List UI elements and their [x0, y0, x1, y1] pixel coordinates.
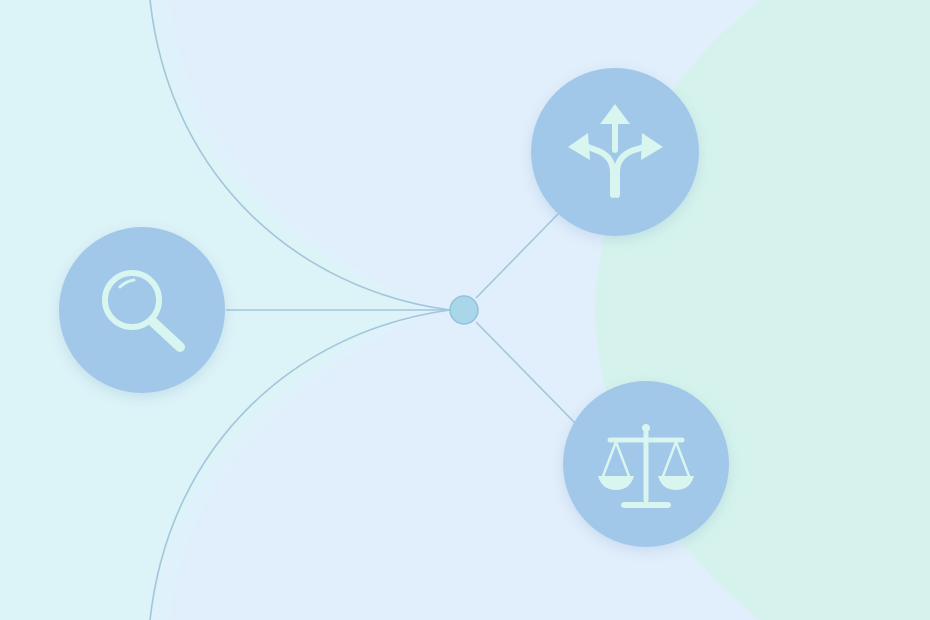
options-node: [531, 68, 699, 236]
search-node-circle: [59, 227, 225, 393]
search-node: [59, 227, 225, 393]
upper-converging-curve: [149, 0, 451, 311]
balance-scale-icon: [598, 424, 694, 508]
lower-converging-curve: [149, 309, 451, 620]
magnifying-glass-icon: [102, 270, 185, 352]
evaluate-node: [563, 381, 729, 547]
junction-node: [449, 295, 479, 325]
edge-junction-to-options: [475, 211, 561, 299]
edge-junction-to-evaluate: [475, 321, 577, 425]
split-arrows-icon: [568, 104, 663, 198]
